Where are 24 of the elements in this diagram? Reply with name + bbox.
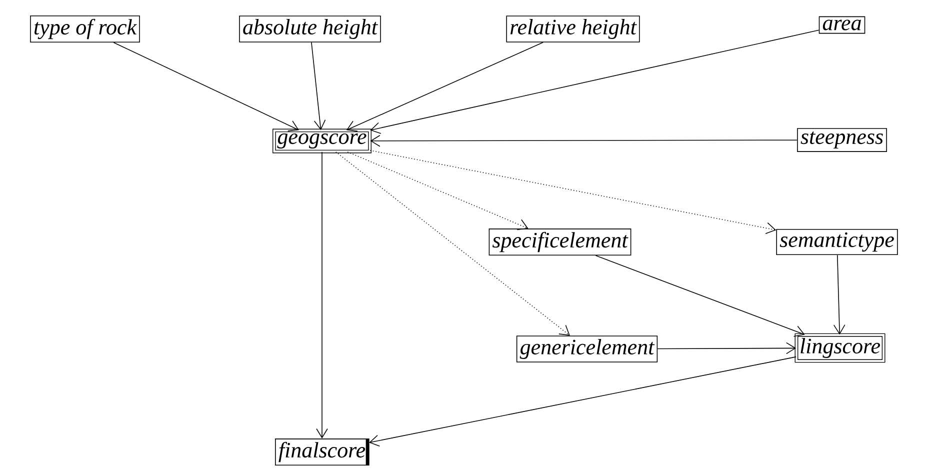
dotted-arrow	[335, 151, 570, 336]
dotted-arrow	[370, 150, 776, 234]
arrow	[369, 356, 797, 446]
text-box: type of rock	[30, 15, 140, 43]
text-box: area	[818, 16, 866, 34]
text-box: finalscore	[275, 438, 370, 466]
arrow	[346, 42, 544, 132]
text-box: absolute height	[239, 16, 381, 42]
text-box: steepness	[797, 128, 887, 152]
arrow	[113, 42, 299, 132]
score-box: lingscore	[794, 333, 886, 363]
arrow	[595, 255, 805, 337]
text-box: semantictype	[776, 228, 898, 256]
text-box: genericelement	[516, 336, 658, 362]
text-box: relative height	[506, 16, 640, 42]
arrow	[370, 30, 820, 134]
arrow	[657, 342, 796, 354]
score-box: geogscore	[272, 128, 372, 154]
arrow	[311, 42, 326, 130]
arrow	[833, 254, 846, 335]
arrow	[370, 134, 798, 147]
dotted-arrow	[347, 151, 528, 230]
text-box: specificelement	[488, 228, 632, 256]
arrow	[316, 151, 328, 439]
